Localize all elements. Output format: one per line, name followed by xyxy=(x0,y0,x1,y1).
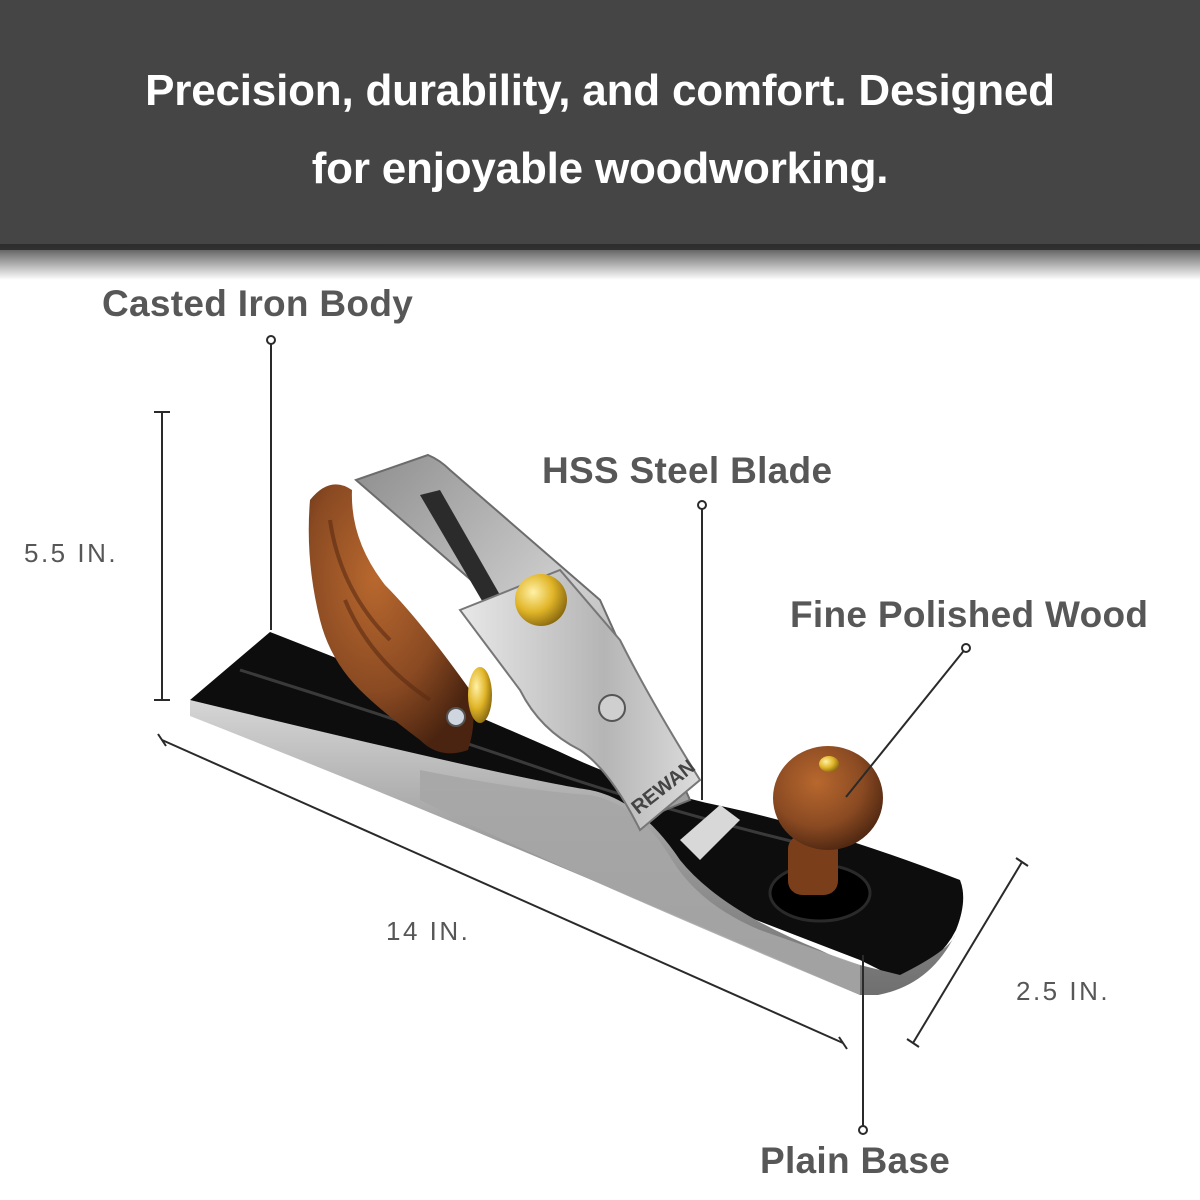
dimension-width: 2.5 IN. xyxy=(1016,976,1111,1006)
front-knob xyxy=(773,746,883,895)
blade-leader-dot xyxy=(697,500,707,510)
knob-stem xyxy=(788,835,838,895)
knob-brass-insert xyxy=(819,756,839,772)
knob-head xyxy=(773,746,883,850)
callout-plain-base: Plain Base xyxy=(760,1140,951,1181)
dimension-length: 14 IN. xyxy=(386,916,471,946)
length-cap-right xyxy=(838,1036,848,1050)
width-line xyxy=(912,861,1023,1044)
body-leader-dot xyxy=(266,335,276,345)
width-cap-bottom xyxy=(906,1038,920,1048)
leader-lines xyxy=(266,335,971,1135)
side-cheek xyxy=(420,770,860,995)
callout-hss-steel-blade: HSS Steel Blade xyxy=(542,450,833,491)
width-cap-top xyxy=(1015,857,1029,867)
tote-handle xyxy=(308,484,474,754)
blade-assembly: REWAN xyxy=(354,453,702,832)
tote-wood xyxy=(308,484,474,754)
length-cap-left xyxy=(157,733,167,747)
wood-leader-dot xyxy=(961,643,971,653)
plane-body xyxy=(190,632,964,995)
headline-line-1: Precision, durability, and comfort. Desi… xyxy=(145,66,1055,115)
banner-shadow xyxy=(0,244,1200,280)
tote-grain xyxy=(328,519,432,702)
callout-fine-polished-wood: Fine Polished Wood xyxy=(790,594,1149,635)
base-leader-dot xyxy=(858,1125,868,1135)
callout-casted-iron-body: Casted Iron Body xyxy=(102,283,414,324)
headline: Precision, durability, and comfort. Desi… xyxy=(0,52,1200,208)
cap-screw xyxy=(598,694,626,722)
length-line xyxy=(161,739,844,1044)
depth-wheel xyxy=(468,667,492,723)
header-banner xyxy=(0,0,1200,250)
dimension-lines xyxy=(154,411,1029,1050)
wood-leader xyxy=(845,647,967,798)
mouth-opening xyxy=(680,805,740,860)
dimension-height: 5.5 IN. xyxy=(24,538,119,568)
lever-cap xyxy=(458,568,702,832)
adjuster-screw xyxy=(446,707,466,727)
headline-line-2: for enjoyable woodworking. xyxy=(311,144,889,193)
brass-cap-screw xyxy=(515,574,567,626)
